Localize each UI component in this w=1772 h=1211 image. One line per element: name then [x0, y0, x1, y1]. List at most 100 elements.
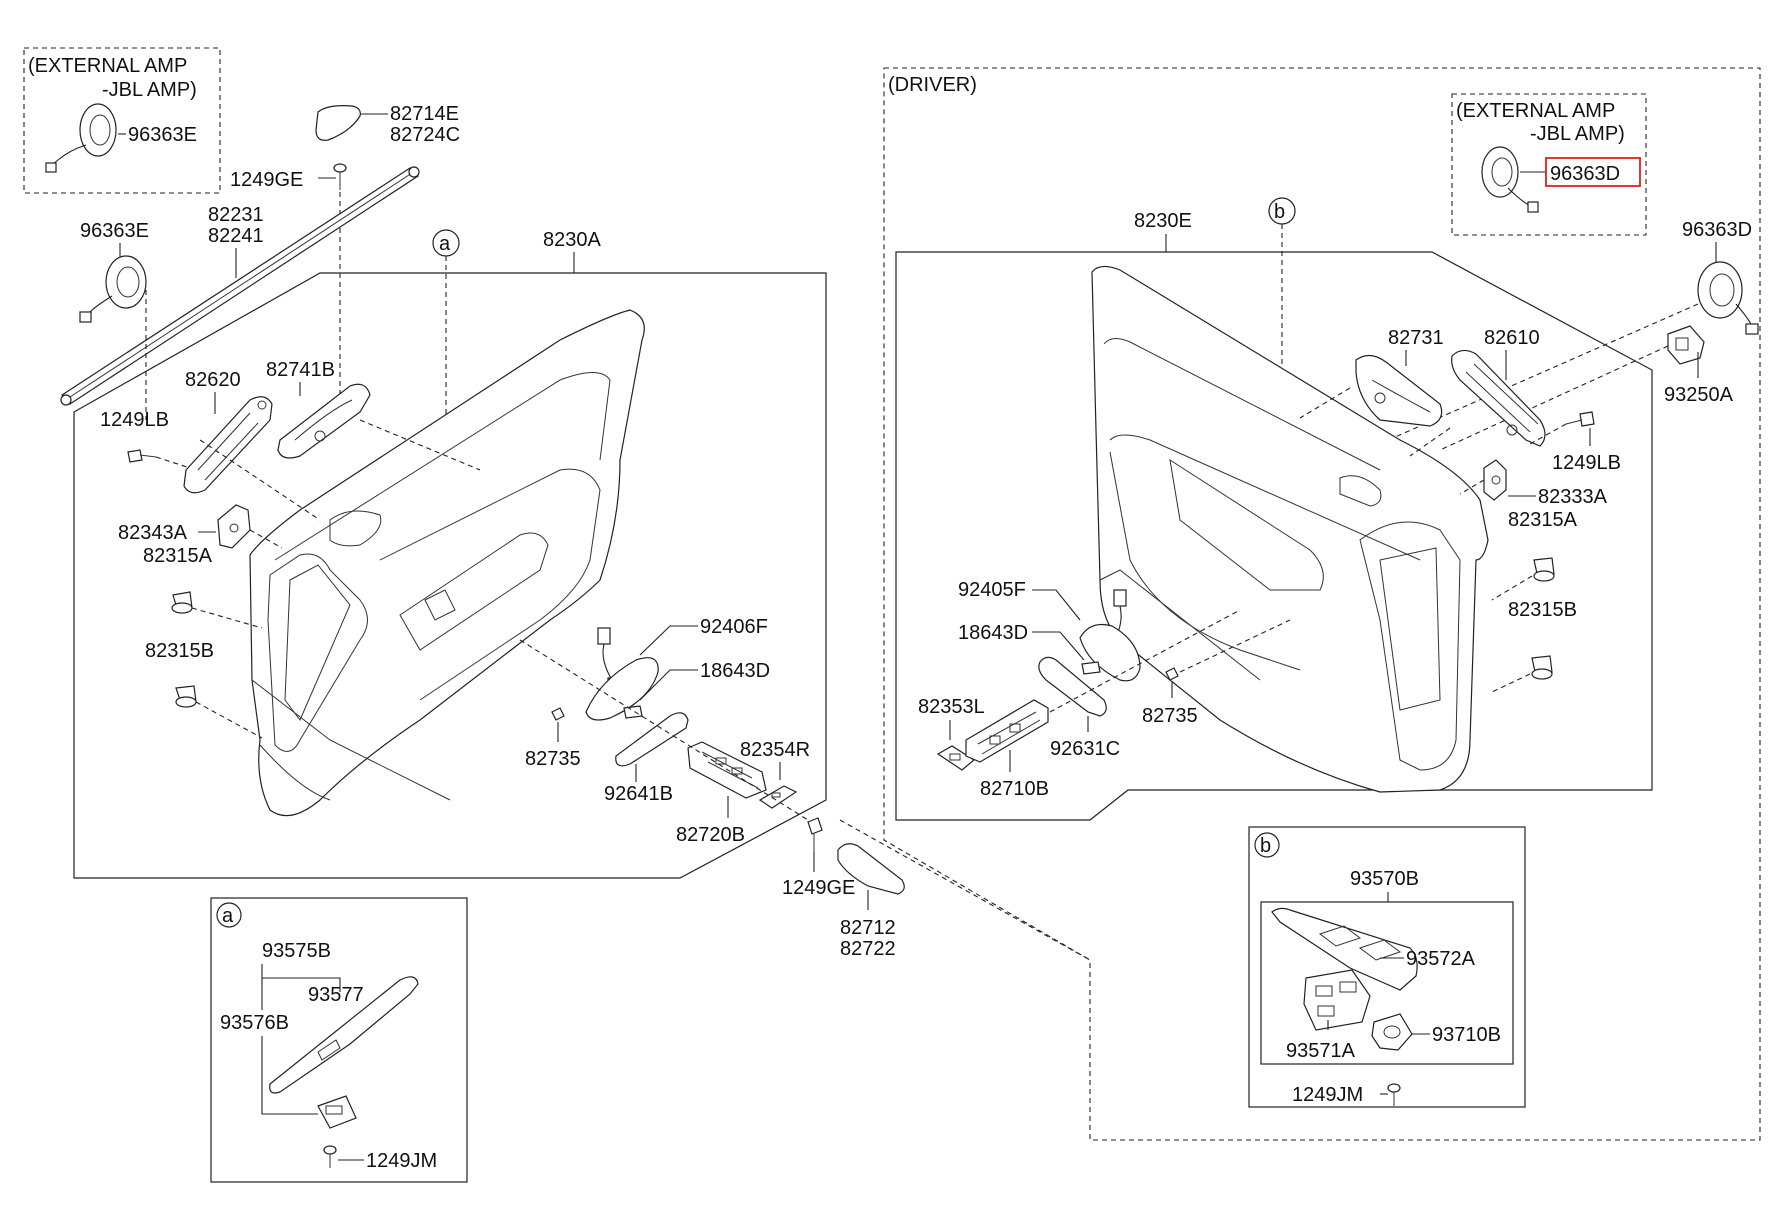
highlight-box [1545, 157, 1641, 187]
bolt-icon [1565, 411, 1595, 427]
part-label-pin-left: 82735 [525, 748, 581, 770]
tweeter-icon [1667, 325, 1705, 365]
part-label-clip-b-left: 82315A [143, 545, 213, 567]
ext-amp-title-right: (EXTERNAL AMP [1456, 100, 1615, 122]
part-label-molding-a: 82714E [390, 103, 459, 125]
part-label-clip-a-right: 82333A [1538, 486, 1608, 508]
alignment-line [1529, 423, 1567, 445]
handle-housing-icon [183, 396, 273, 494]
part-label-pad-a: 82712 [840, 917, 896, 939]
part-label-screw-b: 1249JM [1292, 1084, 1363, 1106]
callout-b-label: b [1274, 201, 1285, 223]
clip-icon [1531, 655, 1553, 680]
alignment-line [155, 456, 191, 469]
alignment-line [359, 419, 481, 471]
driver-group-box [883, 67, 1761, 1141]
pin-icon [551, 707, 565, 721]
detail-b-inner-box [1260, 901, 1514, 1065]
leader-line [261, 1036, 318, 1115]
screw-icon [807, 817, 823, 852]
pin-icon [1165, 667, 1179, 681]
screw-icon [1387, 1083, 1401, 1106]
part-label-switch-a: 93576B [220, 1012, 289, 1034]
leader-line [261, 964, 341, 992]
part-label-switch-panel-left: 82720B [676, 824, 745, 846]
part-label-lamp-left: 92406F [700, 616, 768, 638]
belt-weatherstrip-icon [60, 166, 420, 406]
inside-handle-icon [1355, 354, 1443, 427]
alignment-line [1491, 575, 1533, 601]
leader-line [639, 625, 698, 656]
part-label-clip-b-right: 82315A [1508, 509, 1578, 531]
part-label-bezel-b: 93572A [1406, 948, 1476, 970]
part-label-pad-b: 82722 [840, 938, 896, 960]
callout-a-label: a [439, 233, 451, 255]
part-label-socket-left: 18643D [700, 660, 770, 682]
part-label-pin-right: 82735 [1142, 705, 1198, 727]
part-label-handle-housing-right: 82610 [1484, 327, 1540, 349]
driver-title: (DRIVER) [888, 74, 977, 96]
part-label-screw-a: 1249JM [366, 1150, 437, 1172]
lock-switch-icon [1371, 1013, 1413, 1051]
alignment-line [1299, 387, 1351, 419]
part-label-clip-c-left: 82315B [145, 640, 214, 662]
alignment-line [1491, 673, 1531, 693]
part-label-screw-top: 1249GE [230, 169, 303, 191]
part-label-switch2-b: 93710B [1432, 1024, 1501, 1046]
part-label-molding-b: 82724C [390, 124, 460, 146]
speaker-icon [1697, 261, 1759, 335]
power-window-switch-icon [965, 699, 1049, 763]
courtesy-lamp-icon [585, 627, 659, 721]
ext-amp-sub-left: -JBL AMP) [102, 79, 197, 101]
window-switch-icon [1303, 969, 1371, 1031]
screw-icon [323, 1145, 337, 1168]
handle-housing-icon [1451, 349, 1546, 447]
part-label-handle-housing-left: 82620 [185, 369, 241, 391]
cover-plate-icon [758, 785, 798, 809]
part-label-ext-speaker-right: 96363D [1550, 163, 1620, 185]
part-label-speaker-left: 96363E [80, 220, 149, 242]
courtesy-lamp-icon [1079, 589, 1141, 682]
part-label-lens-right: 92631C [1050, 738, 1120, 760]
alignment-line [1409, 427, 1451, 457]
ext-amp-sub-right: -JBL AMP) [1530, 123, 1625, 145]
switch-bezel-icon [1271, 907, 1418, 991]
part-label-weatherstrip-a: 82231 [208, 204, 264, 226]
part-label-weatherstrip-b: 82241 [208, 225, 264, 247]
part-label-cover-left: 82354R [740, 739, 810, 761]
alignment-line [195, 701, 263, 739]
alignment-line [1439, 345, 1669, 451]
alignment-line [1179, 619, 1291, 673]
part-label-socket-right: 18643D [958, 622, 1028, 644]
socket-icon [1081, 661, 1101, 675]
clip-bracket-icon [1483, 459, 1507, 501]
detail-b-callout-label: b [1260, 835, 1271, 857]
part-label-switch-panel-right: 82710B [980, 778, 1049, 800]
leader-line [1032, 631, 1085, 661]
alignment-line [199, 439, 321, 521]
clip-icon [171, 591, 193, 614]
switch-bezel-icon [269, 976, 419, 1094]
part-label-screw-bottom: 1249GE [782, 877, 855, 899]
part-label-bolt-right: 1249LB [1552, 452, 1621, 474]
part-label-lens-left: 92641B [604, 783, 673, 805]
alignment-line [249, 529, 283, 549]
part-label-bolt-left: 1249LB [100, 409, 169, 431]
part-label-bezel-a: 93577 [308, 984, 364, 1006]
speaker-icon [45, 103, 117, 173]
alignment-line [191, 607, 263, 629]
part-label-lamp-right: 92405F [958, 579, 1026, 601]
socket-icon [623, 705, 643, 719]
alignment-line [839, 819, 1091, 961]
garnish-molding-icon [315, 105, 361, 141]
detail-a-callout [216, 902, 242, 928]
detail-a-box [210, 897, 468, 1183]
part-label-tweeter: 93250A [1664, 384, 1734, 406]
lens-bracket-icon [615, 712, 689, 767]
part-label-panel-left: 8230A [543, 229, 601, 251]
lens-bracket-icon [1038, 656, 1107, 717]
window-switch-icon [317, 1095, 357, 1129]
trim-pad-icon [837, 843, 905, 895]
clip-bracket-icon [217, 504, 251, 549]
detail-a-callout-label: a [222, 905, 234, 927]
